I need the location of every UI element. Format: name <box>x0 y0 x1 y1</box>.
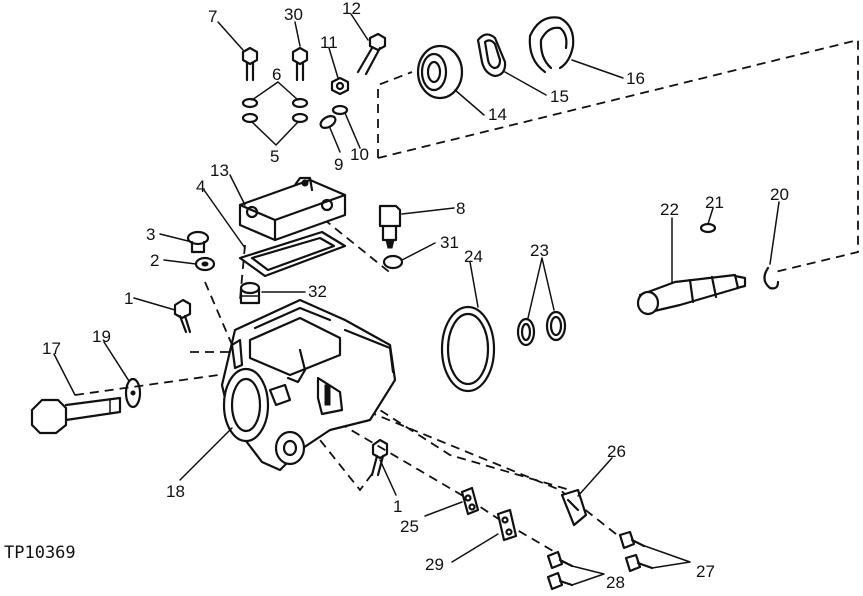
fitting-8 <box>378 204 402 249</box>
callout-labels: 7 30 12 11 6 5 9 10 14 15 16 13 4 8 31 3… <box>42 0 789 592</box>
callout-29: 29 <box>425 555 444 574</box>
seal-ring-24 <box>440 305 496 393</box>
rings-23 <box>516 310 567 347</box>
washers-5 <box>241 112 309 124</box>
callout-11: 11 <box>320 33 338 52</box>
o-ring-31 <box>382 254 404 270</box>
callout-30: 30 <box>284 5 303 24</box>
shaft-22 <box>636 273 747 316</box>
bolt-12 <box>356 32 387 76</box>
clip-20 <box>763 266 780 290</box>
callout-19: 19 <box>92 327 111 346</box>
washers-6 <box>241 97 309 109</box>
callout-1-upper: 1 <box>124 289 133 308</box>
callout-22: 22 <box>660 200 679 219</box>
callout-4: 4 <box>196 177 205 196</box>
o-ring-9 <box>319 115 337 129</box>
callout-1-lower: 1 <box>393 497 402 516</box>
connector-lines <box>74 38 859 556</box>
washer-2 <box>194 256 216 272</box>
callout-25: 25 <box>400 517 419 536</box>
key-21 <box>699 222 717 234</box>
gasket-4 <box>238 230 347 278</box>
callout-9: 9 <box>334 155 343 174</box>
callout-32: 32 <box>308 282 327 301</box>
clamp-25 <box>460 486 480 516</box>
callout-2: 2 <box>150 251 159 270</box>
leader-lines <box>53 13 780 586</box>
washer-19 <box>124 377 142 409</box>
bearing-14 <box>416 44 464 100</box>
screws-28 <box>546 550 574 591</box>
fitting-3 <box>186 230 210 254</box>
callout-14: 14 <box>488 105 507 124</box>
callout-31: 31 <box>440 233 459 252</box>
callout-3: 3 <box>146 225 155 244</box>
housing-18 <box>220 298 397 472</box>
callout-10: 10 <box>350 145 369 164</box>
callout-16: 16 <box>626 69 645 88</box>
callout-23: 23 <box>530 241 549 260</box>
bolt-1-lower <box>370 438 389 477</box>
callout-21: 21 <box>705 193 724 212</box>
callout-13: 13 <box>210 161 229 180</box>
callout-8: 8 <box>456 199 465 218</box>
screws-27 <box>618 530 654 573</box>
bolt-1-upper <box>173 298 192 334</box>
bolt-30 <box>291 46 309 82</box>
callout-6: 6 <box>272 65 281 84</box>
callout-18: 18 <box>166 482 185 501</box>
cover-13 <box>238 176 347 242</box>
plug-32 <box>239 281 261 305</box>
callout-17: 17 <box>42 339 61 358</box>
callout-24: 24 <box>464 247 483 266</box>
snap-ring-16 <box>528 16 575 74</box>
figure-code: TP10369 <box>4 543 76 563</box>
callout-27: 27 <box>696 562 715 581</box>
bracket-29 <box>496 508 518 542</box>
clamp-26 <box>560 488 588 527</box>
callout-5: 5 <box>270 147 279 166</box>
seal-15 <box>476 33 507 78</box>
callout-12: 12 <box>342 0 361 18</box>
callout-26: 26 <box>607 442 626 461</box>
callout-20: 20 <box>770 185 789 204</box>
bolt-17 <box>30 396 122 435</box>
bolt-7 <box>241 46 259 82</box>
callout-15: 15 <box>550 87 569 106</box>
nut-11 <box>330 76 350 96</box>
callout-28: 28 <box>606 573 625 592</box>
washer-10 <box>331 104 349 116</box>
callout-7: 7 <box>208 7 217 26</box>
